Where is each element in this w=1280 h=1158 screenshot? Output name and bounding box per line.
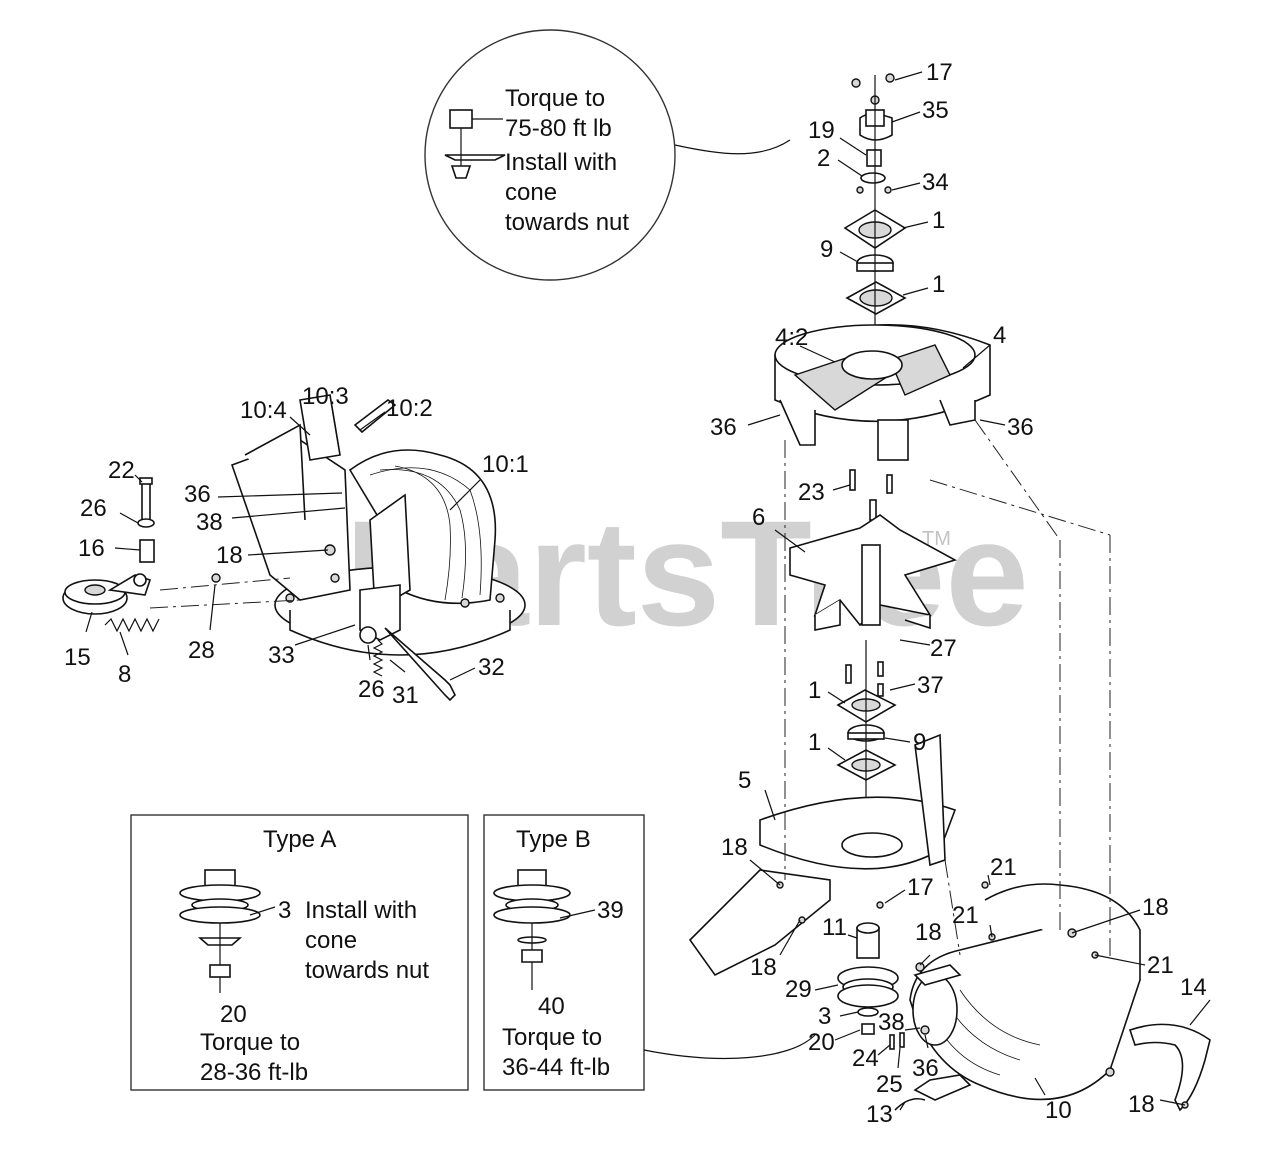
label-2: 2 xyxy=(817,145,830,172)
type-b-torque-line1: Torque to xyxy=(502,1024,602,1051)
type-a-title: Type A xyxy=(263,826,336,853)
watermark-tm: TM xyxy=(922,528,951,550)
label-36: 36 xyxy=(912,1055,939,1082)
label-17: 17 xyxy=(926,59,953,86)
label-37: 37 xyxy=(917,672,944,699)
type-a-install-line1: Install with xyxy=(305,897,417,924)
label-10-1: 10:1 xyxy=(482,451,529,478)
pulley-icon xyxy=(493,869,596,963)
callout-install-line1: Install with xyxy=(505,149,617,176)
label-27: 27 xyxy=(930,635,957,662)
label-10-2: 10:2 xyxy=(386,395,433,422)
label-10-4: 10:4 xyxy=(240,397,287,424)
label-9: 9 xyxy=(820,236,833,263)
label-18: 18 xyxy=(915,919,942,946)
label-35: 35 xyxy=(922,97,949,124)
label-18: 18 xyxy=(216,542,243,569)
label-18: 18 xyxy=(1128,1091,1155,1118)
label-18: 18 xyxy=(721,834,748,861)
label-1: 1 xyxy=(808,677,821,704)
label-8: 8 xyxy=(118,661,131,688)
label-25: 25 xyxy=(876,1071,903,1098)
type-a-part-bottom: 20 xyxy=(220,1001,247,1028)
label-19: 19 xyxy=(808,117,835,144)
label-14: 14 xyxy=(1180,974,1207,1001)
label-4: 4 xyxy=(993,322,1006,349)
label-26: 26 xyxy=(80,495,107,522)
label-23: 23 xyxy=(798,479,825,506)
label-1: 1 xyxy=(932,271,945,298)
type-a-part-top: 3 xyxy=(278,897,291,924)
type-a-torque-line1: Torque to xyxy=(200,1029,300,1056)
label-21: 21 xyxy=(990,854,1017,881)
label-6: 6 xyxy=(752,504,765,531)
callout-circle: Torque to 75-80 ft lb Install with cone … xyxy=(424,29,791,281)
label-3: 3 xyxy=(818,1003,831,1030)
label-11: 11 xyxy=(822,914,847,941)
label-13: 13 xyxy=(866,1101,893,1128)
label-4-2: 4:2 xyxy=(775,324,808,351)
label-29: 29 xyxy=(785,976,812,1003)
label-36: 36 xyxy=(710,414,737,441)
label-33: 33 xyxy=(268,642,295,669)
label-16: 16 xyxy=(78,535,105,562)
label-28: 28 xyxy=(188,637,215,664)
label-18: 18 xyxy=(750,954,777,981)
label-24: 24 xyxy=(852,1045,879,1072)
label-9: 9 xyxy=(913,729,926,756)
label-36: 36 xyxy=(184,481,211,508)
label-1: 1 xyxy=(932,207,945,234)
label-10-3: 10:3 xyxy=(302,383,349,410)
type-b-part-top: 39 xyxy=(597,897,624,924)
label-15: 15 xyxy=(64,644,91,671)
label-36: 36 xyxy=(1007,414,1034,441)
type-a-install-line3: towards nut xyxy=(305,957,429,984)
type-b-title: Type B xyxy=(516,826,591,853)
type-b-part-bottom: 40 xyxy=(538,993,565,1020)
type-a-box: Type A 3 Install with cone towards nut 2… xyxy=(130,814,469,1091)
type-a-torque-line2: 28-36 ft-lb xyxy=(200,1059,308,1086)
callout-torque-line1: Torque to xyxy=(505,85,605,112)
label-38: 38 xyxy=(196,509,223,536)
label-38: 38 xyxy=(878,1009,905,1036)
leader-lines xyxy=(85,71,1211,1111)
impeller-stack xyxy=(688,73,1211,1112)
pulley-icon xyxy=(179,869,276,978)
nut-icon xyxy=(449,109,503,148)
label-20: 20 xyxy=(808,1029,835,1056)
label-31: 31 xyxy=(392,682,419,709)
label-17: 17 xyxy=(907,874,934,901)
label-26: 26 xyxy=(358,676,385,703)
label-21: 21 xyxy=(1147,952,1174,979)
label-32: 32 xyxy=(478,654,505,681)
blower-housing-assembly xyxy=(62,394,526,702)
cone-washer-icon xyxy=(444,148,506,179)
callout-install-line3: towards nut xyxy=(505,209,629,236)
label-1: 1 xyxy=(808,729,821,756)
label-5: 5 xyxy=(738,767,751,794)
label-34: 34 xyxy=(922,169,949,196)
label-10: 10 xyxy=(1045,1097,1072,1124)
callout-install-line2: cone xyxy=(505,179,557,206)
part-labels: 17 35 19 2 34 1 9 1 4:2 4 36 36 23 6 27 … xyxy=(64,59,1207,1128)
type-b-box: Type B 39 40 Torque to 36-44 ft-lb xyxy=(483,814,645,1091)
callout-torque-line2: 75-80 ft lb xyxy=(505,115,612,142)
label-21: 21 xyxy=(952,902,979,929)
label-18: 18 xyxy=(1142,894,1169,921)
label-22: 22 xyxy=(108,457,135,484)
type-a-install-line2: cone xyxy=(305,927,357,954)
type-b-torque-line2: 36-44 ft-lb xyxy=(502,1054,610,1081)
